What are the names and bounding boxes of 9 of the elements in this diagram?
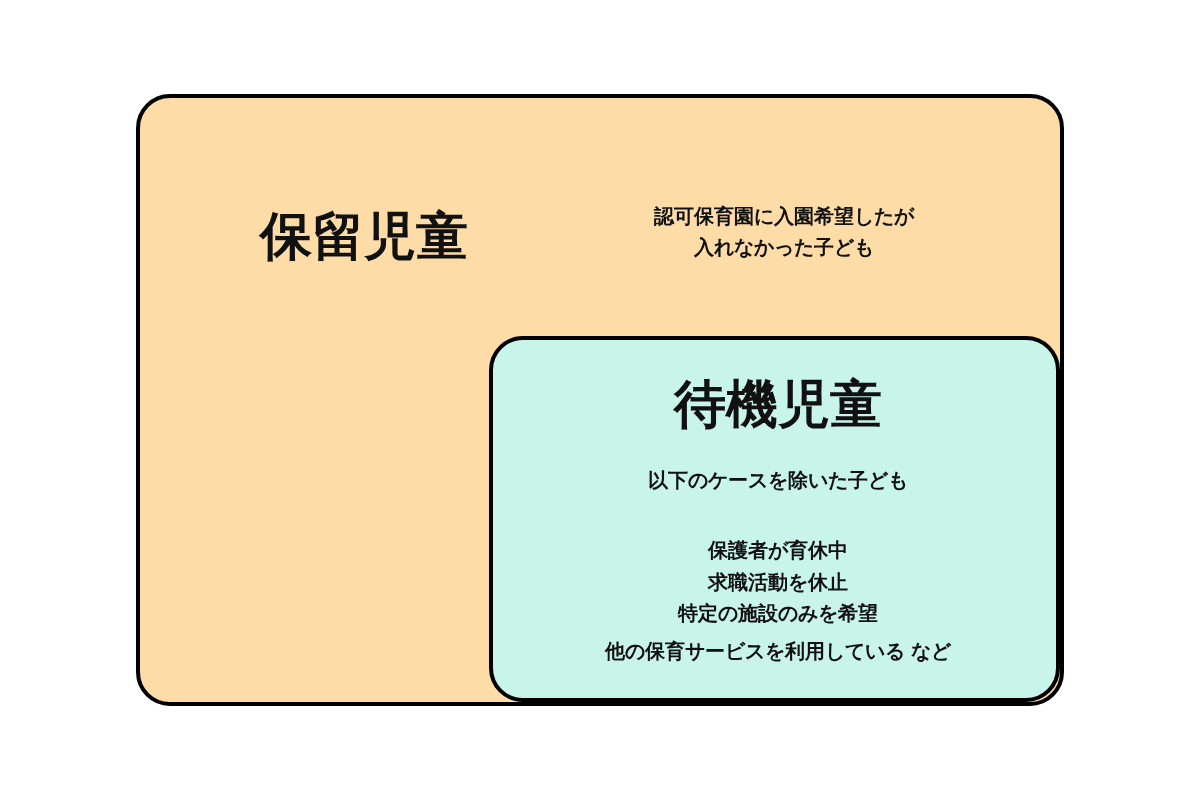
- description-text: 以下のケースを除いた子ども: [648, 466, 908, 494]
- box-heading: 待機児童: [674, 375, 882, 433]
- category-box: [136, 94, 1064, 706]
- list-item: 他の保育サービスを利用している など: [604, 637, 952, 665]
- list-item: 求職活動を休止: [708, 568, 848, 596]
- box-heading: 保留児童: [260, 207, 468, 265]
- description-text: 認可保育園に入園希望したが入れなかった子ども: [653, 203, 916, 261]
- list-item: 特定の施設のみを希望: [678, 599, 878, 627]
- list-item: 保護者が育休中: [708, 536, 848, 564]
